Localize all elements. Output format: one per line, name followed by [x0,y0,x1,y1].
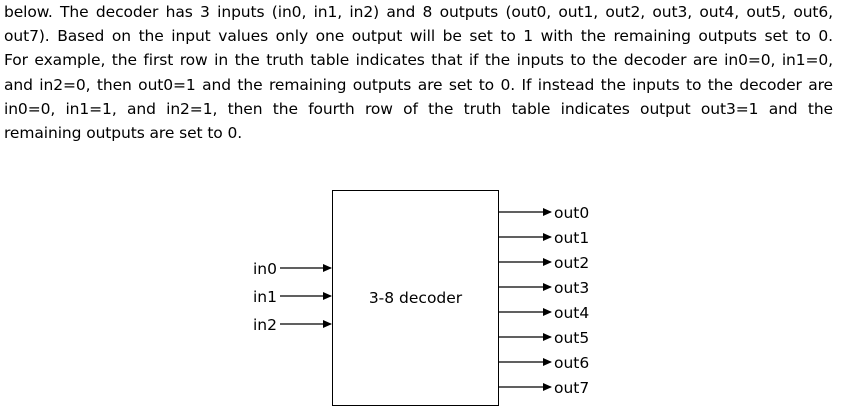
input-label-in0: in0 [253,260,277,278]
output-label-out5: out5 [554,329,589,347]
paragraph-line-4: and in2=0, then out0=1 and the remaining… [4,75,833,94]
output-ports: out0 out1 out2 out3 out4 out5 out6 out7 [499,204,589,397]
description-paragraph: below. The decoder has 3 inputs (in0, in… [4,0,833,145]
paragraph-line-2: out7). Based on the input values only on… [4,27,833,46]
paragraph-line-5: in0=0, in1=1, and in2=1, then the fourth… [4,99,833,118]
paragraph-line-3: For example, the first row in the truth … [4,51,833,70]
output-label-out1: out1 [554,229,589,247]
output-label-out4: out4 [554,304,589,322]
paragraph-line-1: below. The decoder has 3 inputs (in0, in… [4,3,833,21]
decoder-block-label: 3-8 decoder [369,289,463,307]
paragraph-line-6: remaining outputs are set to 0. [4,124,243,143]
output-label-out2: out2 [554,254,589,272]
output-label-out7: out7 [554,379,589,397]
decoder-block [332,190,499,406]
input-label-in2: in2 [253,316,277,334]
input-label-in1: in1 [253,288,277,306]
output-label-out0: out0 [554,204,589,222]
output-label-out6: out6 [554,354,589,372]
input-ports: in0 in1 in2 [253,260,332,334]
output-label-out3: out3 [554,279,589,297]
